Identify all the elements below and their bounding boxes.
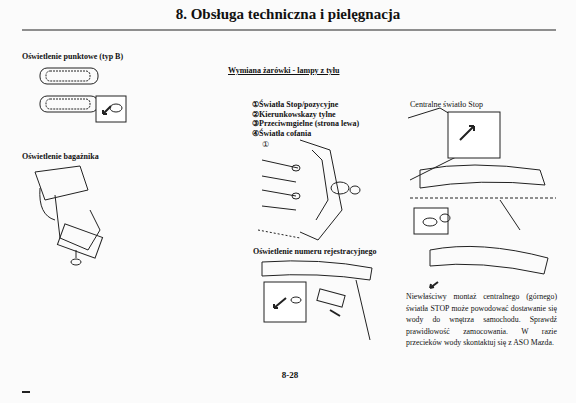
list-item: ④Światła cofania	[252, 129, 359, 139]
warning-note: Niewłaściwy montaż centralnego (górnego)…	[406, 291, 557, 349]
spot-light-drawing	[40, 68, 126, 122]
figure-title: Oświetlenie numeru rejestracyjnego	[253, 247, 376, 257]
section-heading: Wymiana żarówki - lampy z tyłu	[228, 66, 339, 76]
list-item: ③Przeciwmgielne (strona lewa)	[252, 119, 359, 129]
list-item: ①Światła Stop/pozycyjne	[252, 100, 359, 110]
figure-title: Centralne światło Stop	[410, 100, 483, 110]
callout-number: ①	[262, 140, 269, 150]
figure-title: Oświetlenie bagażnika	[22, 152, 99, 162]
lamp-list: ①Światła Stop/pozycyjne ②Kierunkowskazy …	[252, 100, 359, 138]
list-item: ②Kierunkowskazy tylne	[252, 110, 359, 120]
page-header: 8. Obsługa techniczna i pielęgnacja	[0, 5, 576, 23]
page-number: 8-28	[270, 370, 310, 380]
center-stop-drawing	[408, 108, 556, 288]
figure-title: Oświetlenie punktowe (typ B)	[22, 52, 123, 62]
rear-lamp-drawing	[258, 140, 360, 240]
plate-light-drawing	[262, 261, 372, 340]
trunk-light-drawing	[35, 166, 103, 265]
